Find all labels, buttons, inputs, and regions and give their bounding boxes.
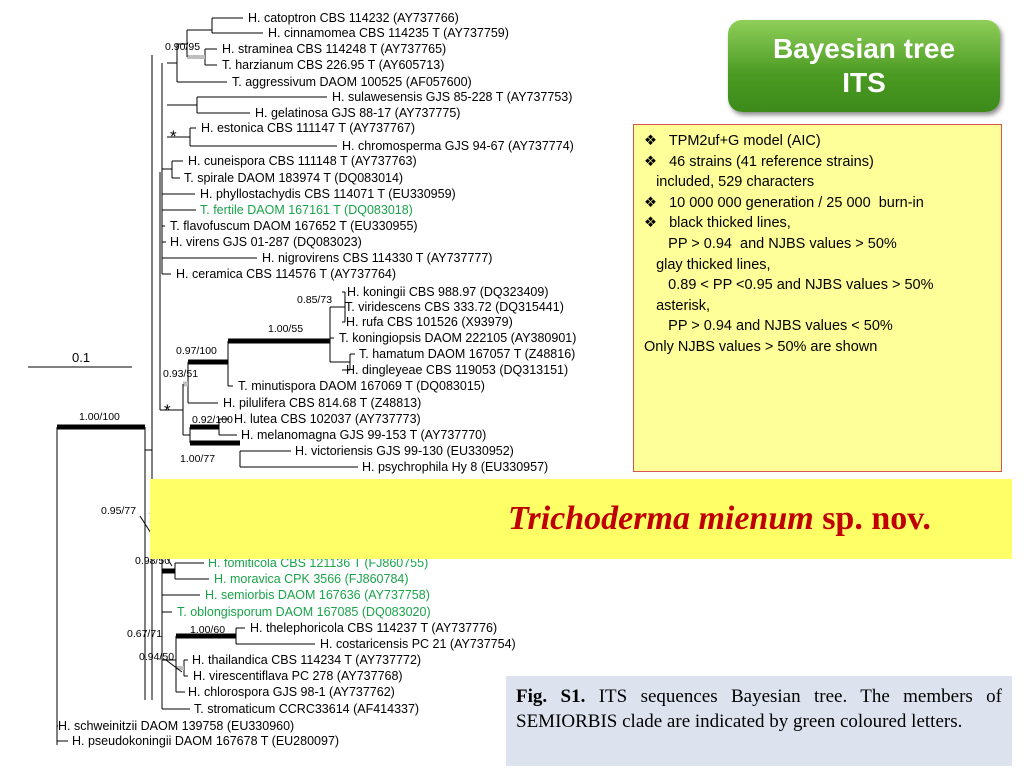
scale-label: 0.1 [72, 350, 90, 365]
taxon-label: T. minutispora DAOM 167069 T (DQ083015) [238, 379, 485, 393]
taxon-label: H. pseudokoningii DAOM 167678 T (EU28009… [72, 734, 339, 748]
asterisk-mark: * [164, 401, 171, 420]
note-line: ❖ TPM2uf+G model (AIC) [644, 133, 821, 149]
note-line: included, 529 characters [644, 174, 815, 191]
note-line: PP > 0.94 and NJBS values < 50% [644, 318, 893, 335]
note-line: Only NJBS values > 50% are shown [644, 338, 878, 355]
taxon-label: H. semiorbis DAOM 167636 (AY737758) [205, 588, 430, 602]
support-value: 0.85/73 [297, 294, 332, 306]
taxon-label: H. costaricensis PC 21 (AY737754) [320, 637, 516, 651]
taxon-label: H. dingleyeae CBS 119053 (DQ313151) [346, 363, 568, 377]
taxon-label: H. thailandica CBS 114234 T (AY737772) [192, 653, 421, 667]
title-badge: Bayesian tree ITS [728, 20, 1000, 112]
taxon-label: H. victoriensis GJS 99-130 (EU330952) [295, 444, 514, 458]
support-value: 0.67/71 [127, 628, 162, 640]
taxon-label: H. virescentiflava PC 278 (AY737768) [193, 669, 403, 683]
taxon-label: H. psychrophila Hy 8 (EU330957) [362, 460, 548, 474]
taxon-label: H. cuneispora CBS 111148 T (AY737763) [188, 154, 417, 168]
taxon-label: T. stromaticum CCRC33614 (AF414337) [194, 702, 419, 716]
taxon-label: T. fertile DAOM 167161 T (DQ083018) [200, 203, 413, 217]
figure-caption: Fig. S1. ITS sequences Bayesian tree. Th… [506, 676, 1012, 766]
taxon-label: H. chlorospora GJS 98-1 (AY737762) [188, 685, 395, 699]
taxon-label: H. schweinitzii DAOM 139758 (EU330960) [58, 719, 294, 733]
note-line: asterisk, [644, 297, 711, 314]
support-value: 0.90/95 [165, 41, 200, 53]
taxon-label: H. thelephoricola CBS 114237 T (AY737776… [250, 621, 497, 635]
new-species-highlight [150, 479, 1012, 559]
taxon-label: H. gelatinosa GJS 88-17 (AY737775) [255, 106, 460, 120]
taxon-label: H. cinnamomea CBS 114235 T (AY737759) [268, 26, 509, 40]
species-suffix: sp. nov. [813, 500, 931, 537]
new-species-title: Trichoderma mienum sp. nov. [508, 500, 931, 538]
note-line: ❖ 10 000 000 generation / 25 000 burn-in [644, 194, 924, 211]
taxon-label: H. melanomagna GJS 99-153 T (AY737770) [241, 428, 486, 442]
taxon-label: H. fomiticola CBS 121136 T (FJ860755) [208, 556, 428, 570]
note-line: ❖ black thicked lines, [644, 215, 791, 232]
badge-line-2: ITS [842, 67, 886, 98]
taxon-label: H. straminea CBS 114248 T (AY737765) [222, 42, 446, 56]
taxon-label: H. chromosperma GJS 94-67 (AY737774) [342, 139, 574, 153]
support-value: 0.95/77 [101, 505, 136, 517]
note-line: ❖ 46 strains (41 reference strains) [644, 153, 874, 170]
taxon-label: H. koningii CBS 988.97 (DQ323409) [347, 285, 549, 299]
support-value: 0.94/50 [139, 651, 174, 663]
support-value: 1.00/55 [268, 323, 303, 335]
taxon-label: T. aggressivum DAOM 100525 (AF057600) [232, 75, 472, 89]
taxon-label: T. spirale DAOM 183974 T (DQ083014) [184, 171, 403, 185]
taxon-label: H. pilulifera CBS 814.68 T (Z48813) [223, 396, 421, 410]
taxon-label: T. harzianum CBS 226.95 T (AY605713) [222, 58, 444, 72]
taxon-label: T. oblongisporum DAOM 167085 (DQ083020) [177, 605, 431, 619]
asterisk-mark: * [170, 127, 177, 146]
taxon-label: H. estonica CBS 111147 T (AY737767) [201, 121, 415, 135]
taxon-label: H. rufa CBS 101526 (X93979) [346, 315, 513, 329]
support-value: 0.92/100 [192, 414, 233, 426]
taxon-label: T. viridescens CBS 333.72 (DQ315441) [345, 300, 564, 314]
taxon-label: T. hamatum DAOM 167057 T (Z48816) [359, 347, 575, 361]
support-value: 0.93/51 [163, 368, 198, 380]
taxon-label: H. phyllostachydis CBS 114071 T (EU33095… [200, 187, 456, 201]
taxon-label: H. nigrovirens CBS 114330 T (AY737777) [262, 251, 492, 265]
taxon-label: H. catoptron CBS 114232 (AY737766) [248, 11, 459, 25]
note-line: glay thicked lines, [644, 256, 771, 273]
taxon-label: T. flavofuscum DAOM 167652 T (EU330955) [170, 219, 418, 233]
note-line: 0.89 < PP <0.95 and NJBS values > 50% [644, 277, 934, 294]
method-notes-box: ❖ TPM2uf+G model (AIC) ❖ 46 strains (41 … [633, 124, 1002, 472]
taxon-label: H. moravica CPK 3566 (FJ860784) [214, 572, 409, 586]
caption-label: Fig. S1. [516, 686, 586, 707]
caption-text: ITS sequences Bayesian tree. The members… [516, 686, 1002, 732]
support-pointer [165, 659, 183, 673]
badge-line-1: Bayesian tree [772, 33, 956, 64]
taxon-label: H. ceramica CBS 114576 T (AY737764) [176, 267, 396, 281]
support-value: 1.00/77 [180, 453, 215, 465]
support-value: 0.97/100 [176, 345, 217, 357]
note-line: PP > 0.94 and NJBS values > 50% [644, 235, 897, 252]
taxon-label: T. koningiopsis DAOM 222105 (AY380901) [339, 331, 576, 345]
support-value: 1.00/60 [190, 624, 225, 636]
species-name: Trichoderma mienum [508, 500, 814, 537]
support-value: 1.00/100 [79, 411, 120, 423]
taxon-label: H. virens GJS 01-287 (DQ083023) [170, 235, 362, 249]
taxon-label: H. lutea CBS 102037 (AY737773) [234, 412, 421, 426]
taxon-label: H. sulawesensis GJS 85-228 T (AY737753) [332, 90, 572, 104]
